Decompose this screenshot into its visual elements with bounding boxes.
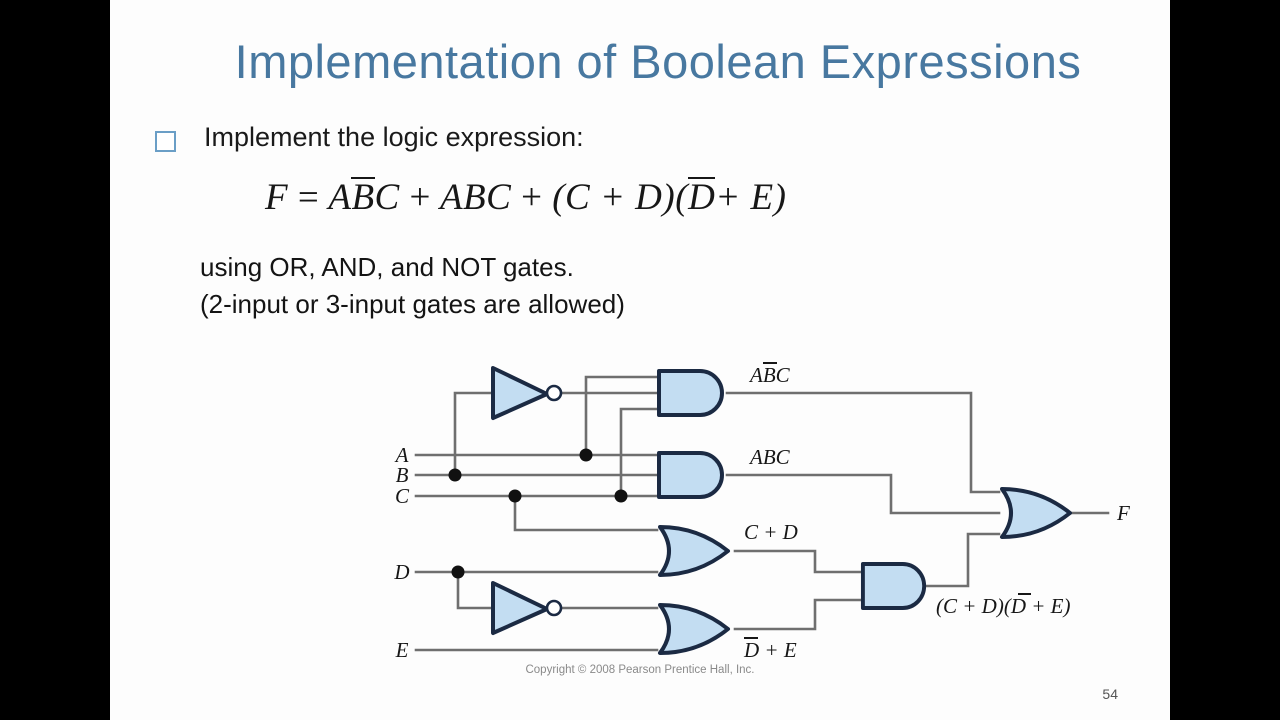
and-gate-abar-bc — [657, 369, 724, 417]
copyright-notice: Copyright © 2008 Pearson Prentice Hall, … — [525, 664, 755, 676]
and-gate-abc — [657, 451, 724, 499]
letterbox-left — [0, 0, 110, 720]
formula-term1-b-overline: B — [351, 177, 375, 218]
formula-group-2-open: ( — [675, 177, 689, 218]
not-gate-d — [491, 581, 549, 635]
or-gate-c-plus-d — [658, 525, 730, 577]
and-gate-product — [860, 562, 927, 610]
wire-b-to-not — [453, 391, 493, 477]
not-gate-d-bubble-icon — [545, 599, 563, 617]
circuit-gates — [491, 366, 1072, 655]
input-label-d: D — [393, 560, 409, 584]
wire-and3-to-or-final — [925, 532, 1001, 588]
wire-d-to-not2 — [456, 570, 493, 610]
input-label-b: B — [396, 463, 409, 487]
wire-c-to-or1 — [513, 494, 659, 532]
formula-group-1: (C + D) — [552, 177, 676, 218]
letterbox-right — [1170, 0, 1280, 720]
formula-plus-1: + — [409, 177, 431, 218]
input-label-a: A — [394, 443, 409, 467]
note-lines: using OR, AND, and NOT gates. (2-input o… — [200, 249, 625, 323]
input-labels: A B C D E — [393, 443, 410, 662]
circuit-wires — [414, 375, 1110, 652]
slide-canvas: Implementation of Boolean Expressions Im… — [110, 0, 1170, 720]
not-gate-b — [491, 366, 549, 420]
wire-c-to-and1 — [619, 407, 659, 498]
note-line-1: using OR, AND, and NOT gates. — [200, 252, 574, 282]
label-output-f: F — [1116, 501, 1130, 525]
junction-d — [451, 565, 465, 579]
junction-c-right — [614, 489, 628, 503]
logic-circuit-diagram: A B C D E ABC ABC C + D D + E (C + D)(D — [393, 362, 1130, 662]
page-number: 54 — [1102, 686, 1118, 702]
not-gate-b-bubble-icon — [545, 384, 563, 402]
bullet-text: Implement the logic expression: — [204, 122, 584, 152]
formula-plus-2: + — [521, 177, 543, 218]
note-line-2: (2-input or 3-input gates are allowed) — [200, 288, 625, 319]
label-abc: ABC — [748, 445, 791, 469]
wire-and1-to-or-final — [725, 391, 1001, 494]
wire-and2-to-or-final — [725, 473, 1001, 515]
circuit-junctions — [448, 448, 628, 579]
bullet-row: Implement the logic expression: — [155, 122, 584, 153]
formula-group-2-rest: + E) — [715, 177, 787, 218]
input-label-e: E — [395, 638, 409, 662]
formula-lhs: F — [265, 177, 289, 218]
gate-output-labels: ABC ABC C + D D + E (C + D)(D + E) F — [743, 362, 1130, 662]
label-product-term: (C + D)(D + E) — [936, 594, 1070, 618]
formula-equals: = — [297, 177, 320, 218]
label-dbar-plus-e: D + E — [743, 638, 797, 662]
junction-b — [448, 468, 462, 482]
wire-or2-to-and3 — [733, 598, 863, 631]
junction-c-left — [508, 489, 522, 503]
wire-a-to-and1 — [584, 375, 659, 457]
hollow-square-bullet-icon — [155, 131, 176, 152]
formula-term2: ABC — [439, 177, 512, 218]
boolean-formula: F = ABC + ABC + (C + D)(D+ E) — [265, 176, 786, 219]
page-title: Implementation of Boolean Expressions — [234, 35, 1082, 88]
formula-group-2-d-overline: D — [688, 177, 716, 218]
wire-or1-to-and3 — [733, 549, 863, 574]
formula-term1-c: C — [374, 177, 400, 218]
or-gate-dbar-plus-e — [658, 603, 730, 655]
junction-a — [579, 448, 593, 462]
formula-term1-a: A — [328, 177, 352, 218]
or-gate-output-f — [1000, 487, 1072, 539]
label-abar-bc: ABC — [748, 363, 791, 387]
label-c-plus-d: C + D — [744, 520, 798, 544]
input-label-c: C — [395, 484, 410, 508]
